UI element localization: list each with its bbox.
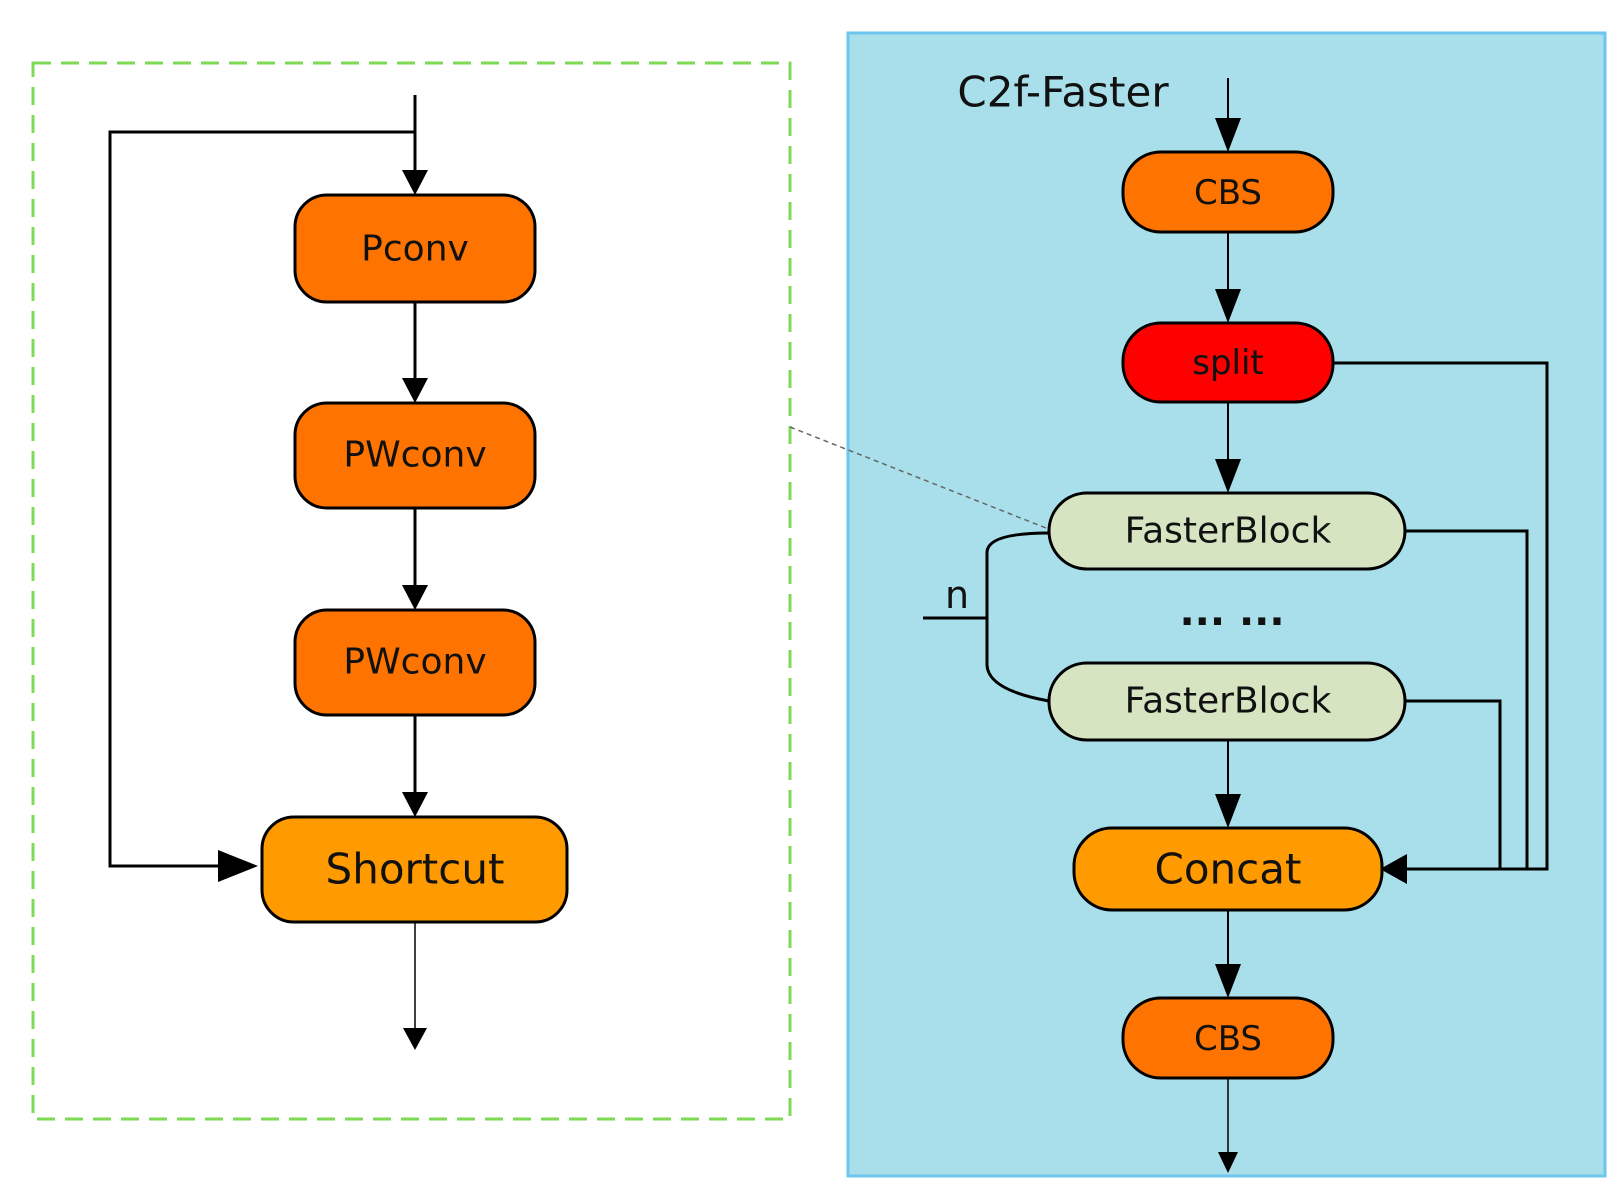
left-edges <box>108 95 417 1030</box>
node-pwconv-2: PWconv <box>293 608 537 717</box>
arrowhead <box>1215 289 1241 323</box>
detail-connector-line <box>789 426 1047 529</box>
edge-fasterblock1-concat <box>1405 529 1529 869</box>
arrowhead <box>402 792 428 817</box>
node-fasterblock-n: FasterBlock <box>1047 661 1407 742</box>
repeat-label: n <box>945 573 969 617</box>
node-cbs-top-label: CBS <box>1194 173 1262 213</box>
arrowhead <box>402 585 428 610</box>
repeat-bracket <box>985 531 1050 703</box>
node-split: split <box>1121 321 1335 404</box>
arrowhead <box>403 1028 427 1050</box>
repeat-ellipsis: ... ... <box>1179 589 1284 635</box>
node-shortcut: Shortcut <box>260 815 569 924</box>
arrowhead <box>1215 964 1241 998</box>
arrowhead <box>1380 854 1407 884</box>
node-pconv: Pconv <box>293 193 537 304</box>
node-pwconv-1: PWconv <box>293 401 537 510</box>
panel-title: C2f-Faster <box>957 68 1169 117</box>
node-fasterblock-1-label: FasterBlock <box>1125 511 1332 552</box>
node-cbs-bottom: CBS <box>1121 996 1335 1080</box>
right-arrowheads <box>1215 118 1407 1173</box>
arrowhead <box>1215 118 1241 152</box>
arrowhead <box>1215 794 1241 828</box>
node-pconv-label: Pconv <box>361 229 469 270</box>
arrowhead <box>218 850 258 882</box>
node-fasterblock-n-label: FasterBlock <box>1125 681 1332 722</box>
node-fasterblock-1: FasterBlock <box>1047 491 1407 571</box>
arrowhead <box>402 378 428 403</box>
edge-fasterblockn-concat <box>1405 699 1502 869</box>
arrowhead <box>402 170 428 195</box>
node-split-label: split <box>1192 343 1264 383</box>
arrowhead <box>1218 1152 1238 1173</box>
edge-skip-connection <box>108 130 415 868</box>
right-edges <box>923 78 1549 1153</box>
faster-block-detail-panel <box>31 61 792 1121</box>
arrowhead <box>1215 459 1241 493</box>
node-pwconv-2-label: PWconv <box>343 642 486 683</box>
node-concat: Concat <box>1072 826 1384 912</box>
node-cbs-bottom-label: CBS <box>1194 1019 1262 1059</box>
node-pwconv-1-label: PWconv <box>343 435 486 476</box>
node-cbs-top: CBS <box>1121 150 1335 234</box>
node-concat-label: Concat <box>1155 845 1302 894</box>
left-arrowheads <box>218 170 428 1050</box>
node-shortcut-label: Shortcut <box>326 845 505 894</box>
edge-split-bypass <box>1333 361 1549 871</box>
